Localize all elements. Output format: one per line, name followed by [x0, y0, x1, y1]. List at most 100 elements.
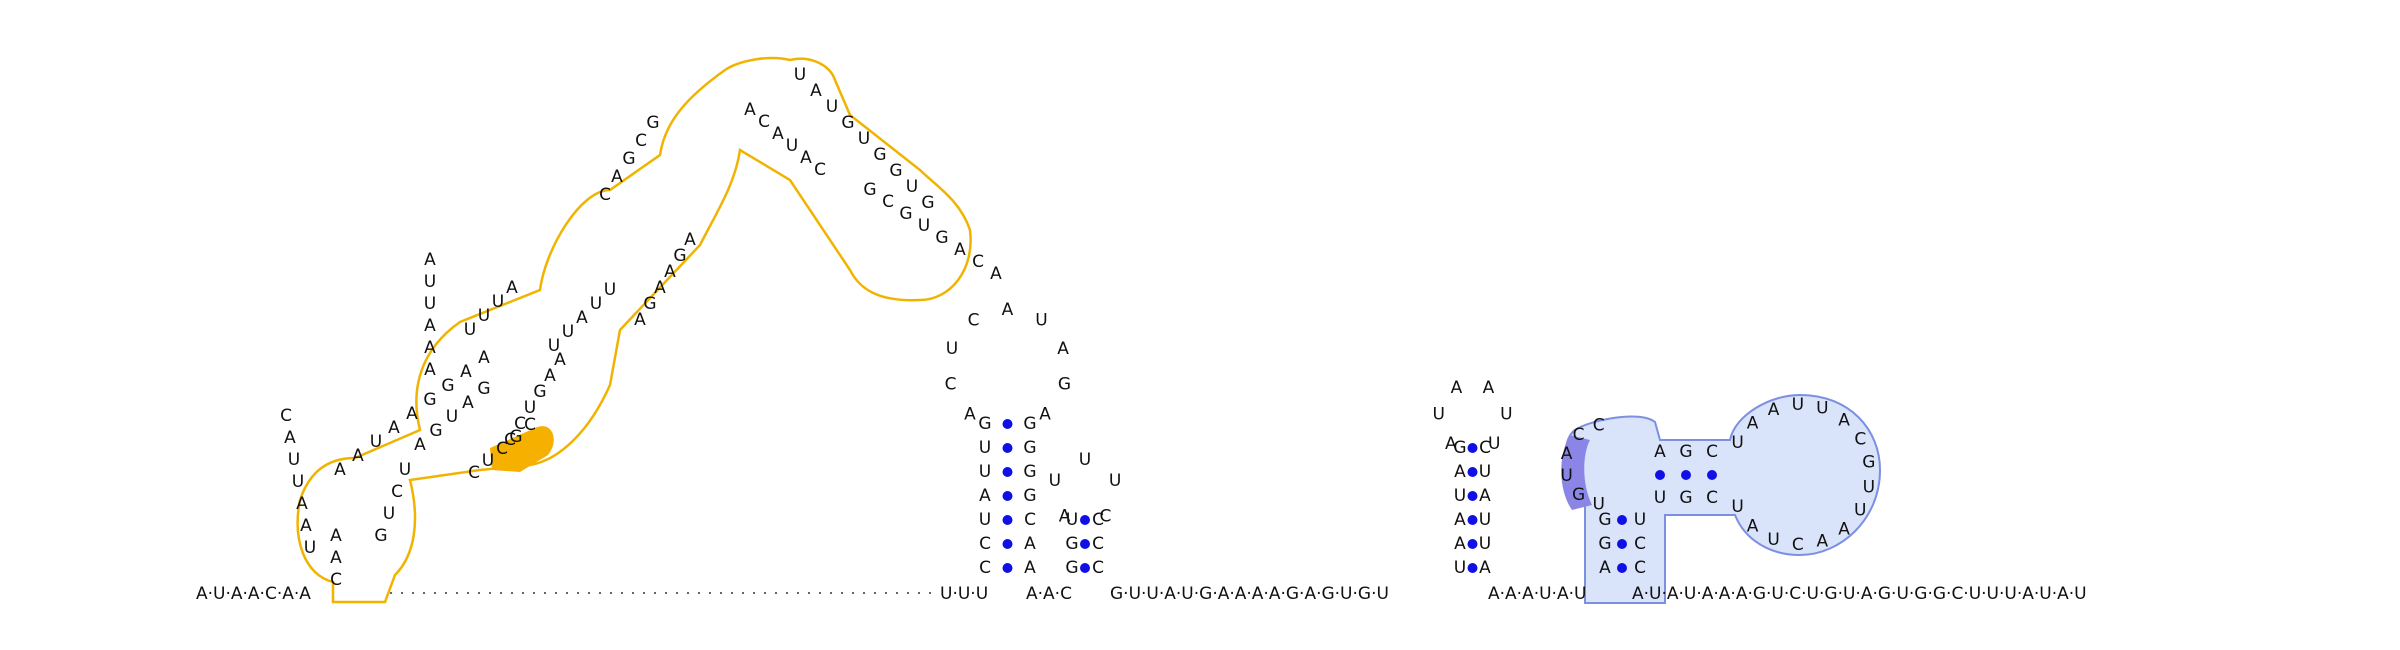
stem_c-right-nucleotide: C — [1479, 438, 1491, 458]
big-domain-nucleotide: G — [921, 193, 934, 213]
stem-d-junction-loop-nucleotide: U — [1560, 466, 1572, 486]
stem-d-loop-nucleotide: G — [1862, 453, 1875, 473]
big-domain-nucleotide: A — [772, 124, 784, 144]
big-domain-nucleotide: U — [464, 320, 476, 340]
stem-d-junction-loop-nucleotide: A — [1561, 444, 1573, 464]
stem_a-right-nucleotide: G — [1023, 486, 1036, 506]
blue-highlight-dark-patch — [1561, 435, 1592, 510]
backbone-middle-1-text: U·U·U — [940, 584, 988, 604]
stem_c-left-nucleotide: A — [1454, 462, 1466, 482]
base-pair-dot — [1467, 491, 1478, 501]
stem-d-junction-loop-nucleotide: G — [1572, 485, 1585, 505]
big-domain-nucleotide: G — [899, 204, 912, 224]
big-domain-nucleotide: A — [330, 548, 342, 568]
stem-d-junction-loop-nucleotide: U — [1593, 495, 1605, 515]
base-pair-dot — [1002, 539, 1013, 549]
stem_c-right-nucleotide: U — [1479, 462, 1491, 482]
stem_b-loop-nucleotide: U — [1079, 450, 1091, 470]
stem-d-right-nucleotide: C — [1634, 558, 1646, 578]
big-domain-nucleotide: G — [841, 113, 854, 133]
big-domain-nucleotide: A — [424, 250, 436, 270]
stem_b-loop-nucleotide: U — [1049, 471, 1061, 491]
stem-d-loop-nucleotide: A — [1838, 411, 1850, 431]
big-domain-nucleotide: A — [954, 240, 966, 260]
stem_a-right-nucleotide: G — [1023, 438, 1036, 458]
stem_a-right-nucleotide: C — [1024, 510, 1036, 530]
backbone-sequence: A·U·A·A·C·A·A U·U·U A·A·C G·U·U·A·U·G·A·… — [196, 584, 2087, 604]
big-domain-nucleotide: A — [654, 278, 666, 298]
backbone-left-text: A·U·A·A·C·A·A — [196, 584, 311, 604]
big-domain-nucleotide: A — [990, 264, 1002, 284]
big-domain-nucleotide: G — [423, 390, 436, 410]
stem_a-left-nucleotide: G — [978, 414, 991, 434]
big-domain-nucleotide: A — [424, 338, 436, 358]
base-pair-dot — [1681, 470, 1691, 480]
stem-d-junction-loop-nucleotide: C — [1593, 415, 1605, 435]
stem_a-right-nucleotide: G — [1023, 414, 1036, 434]
backbone-middle-3-text: G·U·U·A·U·G·A·A·A·A·G·A·G·U·G·U — [1110, 584, 1389, 604]
stem_b-left-nucleotide: G — [1065, 534, 1078, 554]
base-pair-dot — [1467, 443, 1478, 453]
stem-d-left-nucleotide: G — [1598, 534, 1611, 554]
big-domain-nucleotide: A — [554, 350, 566, 370]
stem_c-loop-nucleotide: U — [1488, 434, 1500, 454]
stem_a-loop-nucleotide: A — [1039, 404, 1051, 424]
stem_a-left-nucleotide: C — [979, 534, 991, 554]
big-domain-nucleotide: A — [284, 428, 296, 448]
stem-d-right-nucleotide: C — [1634, 534, 1646, 554]
base-pair-dot — [1655, 470, 1665, 480]
big-domain-nucleotide: A — [334, 460, 346, 480]
big-domain-nucleotide: U — [786, 136, 798, 156]
base-pair-dot — [1002, 515, 1013, 525]
stem_b-right-nucleotide: C — [1092, 510, 1104, 530]
stem_a-loop-nucleotide: A — [964, 404, 976, 424]
stem_a-left-nucleotide: U — [979, 462, 991, 482]
stem-d-inner-nucleotide: C — [1706, 442, 1718, 462]
stem_c-right-nucleotide: U — [1479, 534, 1491, 554]
big-domain-nucleotide: U — [604, 280, 616, 300]
stem_c-left-nucleotide: A — [1454, 534, 1466, 554]
stem-d-inner-nucleotide: G — [1679, 442, 1692, 462]
big-domain-nucleotide: U — [826, 97, 838, 117]
big-domain-nucleotide: U — [562, 322, 574, 342]
big-domain-nucleotide: A — [634, 310, 646, 330]
base-pair-dot — [1467, 563, 1478, 573]
stem-d-loop-nucleotide: C — [1792, 535, 1804, 555]
base-pair-dot — [1002, 419, 1013, 429]
big-domain-nucleotide: G — [429, 421, 442, 441]
big-domain-nucleotide: G — [673, 246, 686, 266]
big-domain-nucleotide: C — [635, 131, 647, 151]
stem_a-right-nucleotide: G — [1023, 462, 1036, 482]
stem-d-loop-nucleotide: A — [1768, 400, 1780, 420]
big-domain-nucleotide: G — [533, 382, 546, 402]
big-domain-nucleotide: U — [446, 407, 458, 427]
stem_b-left-nucleotide: G — [1065, 558, 1078, 578]
stem_b-left-nucleotide: U — [1066, 510, 1078, 530]
big-domain-nucleotide: A — [300, 516, 312, 536]
stem-d-left-nucleotide: G — [1598, 510, 1611, 530]
stem_c-right-nucleotide: A — [1479, 486, 1491, 506]
base-pair-dot — [1002, 563, 1013, 573]
big-domain-nucleotide: C — [972, 252, 984, 272]
stem-d-loop-nucleotide: U — [1731, 433, 1743, 453]
stem_a-loop-nucleotide: A — [1057, 339, 1069, 359]
big-domain-nucleotide: G — [646, 113, 659, 133]
big-domain-nucleotide: C — [391, 482, 403, 502]
big-domain-nucleotide: C — [330, 570, 342, 590]
stem_b-right-nucleotide: C — [1092, 558, 1104, 578]
big-domain-nucleotide: U — [858, 129, 870, 149]
backbone-middle-2-text: A·A·C — [1026, 584, 1072, 604]
big-left-domain: CAAUAAUUACAAUAAGGAAAGUAGAAAUUAUUUACAGCGU… — [280, 65, 1002, 590]
stem-d-inner-nucleotide: U — [1654, 488, 1666, 508]
big-domain-nucleotide: G — [863, 180, 876, 200]
stem_c-right-nucleotide: A — [1479, 558, 1491, 578]
base-pair-dot — [1617, 563, 1627, 573]
stem-d-right-nucleotide: U — [1634, 510, 1646, 530]
big-domain-nucleotide: A — [462, 393, 474, 413]
big-domain-nucleotide: U — [478, 306, 490, 326]
big-domain-nucleotide: A — [296, 494, 308, 514]
stem_a-right-nucleotide: A — [1024, 534, 1036, 554]
